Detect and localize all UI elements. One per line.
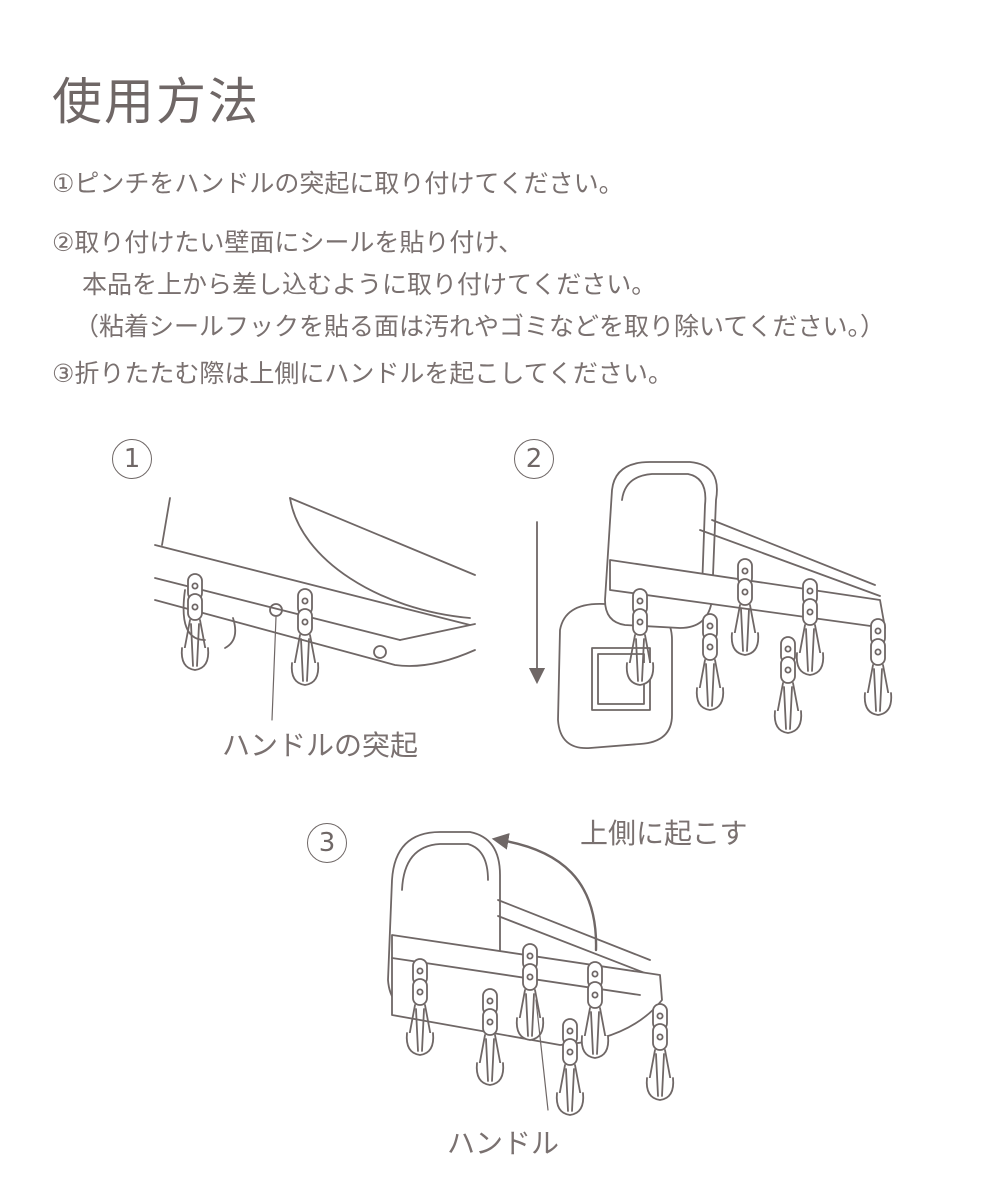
figure-2-number: 2 [514, 439, 554, 479]
figure-1-number: 1 [112, 439, 152, 479]
step-2-line-3: （粘着シールフックを貼る面は汚れやゴミなどを取り除いてください。） [74, 312, 886, 341]
step-1-line-1: ①ピンチをハンドルの突起に取り付けてください。 [52, 169, 624, 198]
figure-3-arrow-label: 上側に起こす [580, 817, 748, 850]
step-3-line-1: ③折りたたむ際は上側にハンドルを起こしてください。 [52, 359, 673, 388]
step-3: ③折りたたむ際は上側にハンドルを起こしてください。 [52, 353, 673, 395]
step-2-line-1: ②取り付けたい壁面にシールを貼り付け、 [52, 228, 524, 257]
step-1: ①ピンチをハンドルの突起に取り付けてください。 [52, 163, 624, 205]
figure-3-number: 3 [307, 823, 347, 863]
figure-3-caption: ハンドル [447, 1127, 560, 1160]
figure-1-caption: ハンドルの突起 [222, 729, 419, 762]
step-2: ②取り付けたい壁面にシールを貼り付け、 本品を上から差し込むように取り付けてくだ… [52, 222, 885, 348]
figure-2-illustration [528, 461, 893, 749]
page-title: 使用方法 [52, 73, 260, 131]
step-2-line-2: 本品を上から差し込むように取り付けてください。 [82, 270, 657, 299]
figure-1-illustration [154, 497, 476, 721]
figure-3-illustration [387, 831, 675, 1116]
